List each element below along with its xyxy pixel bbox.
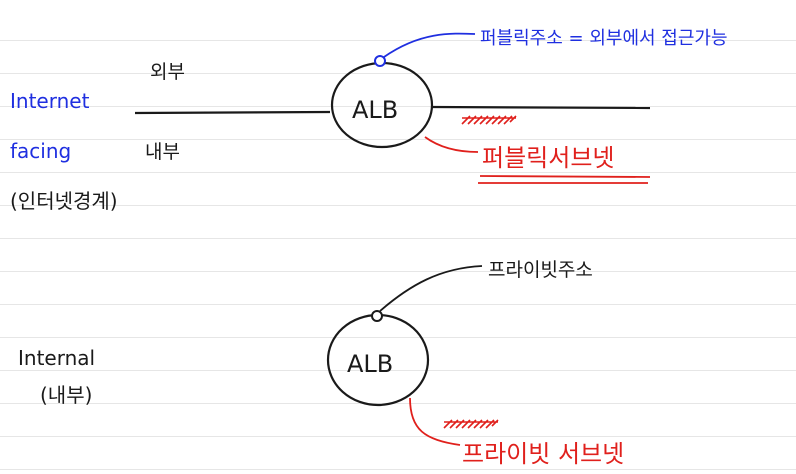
internal-group: Internal (내부) ALB 프라이빗주소 프라이빗 서브넷 xyxy=(18,259,624,468)
internal-label-line1: Internal xyxy=(18,346,95,370)
boundary-line-left xyxy=(134,110,331,115)
boundary-line-right xyxy=(431,105,651,110)
private-address-note: 프라이빗주소 xyxy=(488,259,593,281)
internet-boundary-label: (인터넷경계) xyxy=(10,189,118,213)
public-subnet-hatch xyxy=(461,115,517,125)
public-subnet-label: 퍼블릭서브넷 xyxy=(482,144,614,172)
private-address-point xyxy=(371,310,383,322)
alb-top-label: ALB xyxy=(352,96,398,124)
internal-label-line2: (내부) xyxy=(40,383,92,407)
public-subnet-connector xyxy=(424,136,479,153)
private-address-connector xyxy=(379,265,483,312)
outside-label: 외부 xyxy=(150,61,185,83)
public-address-note: 퍼블릭주소 = 외부에서 접근가능 xyxy=(480,28,728,49)
private-subnet-hatch xyxy=(443,419,499,429)
public-address-connector xyxy=(383,32,476,58)
internet-facing-label-line1: Internet xyxy=(10,89,90,113)
internet-facing-label-line2: facing xyxy=(10,139,71,163)
public-address-point xyxy=(374,55,386,67)
inside-label: 내부 xyxy=(145,141,180,163)
alb-bottom-label: ALB xyxy=(347,350,393,378)
private-subnet-connector xyxy=(409,397,461,446)
internet-facing-group: Internet facing (인터넷경계) 외부 내부 ALB 퍼블릭주소 … xyxy=(10,28,728,213)
private-subnet-label: 프라이빗 서브넷 xyxy=(462,440,624,468)
public-subnet-underline-1 xyxy=(479,175,651,178)
